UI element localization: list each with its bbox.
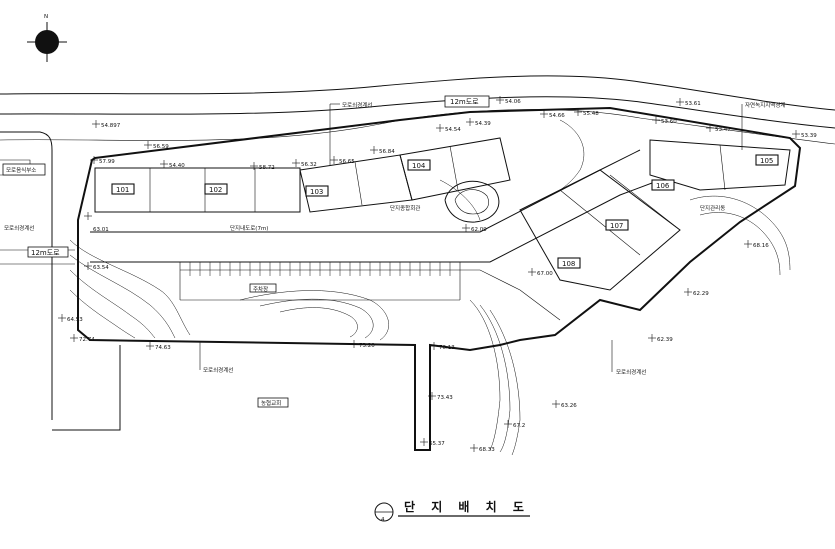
center-building-label: 단지종합회관 (390, 204, 420, 212)
road-left-label: 12m도로 (31, 249, 60, 257)
title-number: 4 (381, 517, 385, 523)
elev-label: 67.2 (513, 423, 525, 429)
north-label: N (44, 14, 48, 20)
road-top-tag (444, 95, 490, 108)
tl-area-tag (2, 163, 46, 176)
tl-area-label: 모로음식부소 (6, 166, 36, 174)
church-lot (52, 345, 121, 431)
drawing-title-block: 4 단 지 배 치 도 (374, 499, 530, 523)
elev-label: 73.20 (359, 343, 375, 349)
elev-label: 72.74 (79, 337, 95, 343)
road-top-label: 12m도로 (450, 98, 479, 106)
elev-label: 68.33 (479, 447, 495, 453)
elev-label: 62.09 (471, 227, 487, 233)
elev-label: 58.72 (259, 165, 275, 171)
right-building-label: 단지관리동 (700, 204, 725, 212)
elev-label: 53.61 (685, 101, 701, 107)
elev-label: 53.47 (715, 127, 731, 133)
elev-label: 62.39 (657, 337, 673, 343)
bottom-edge-label: 모로쇠경계선 (203, 366, 233, 374)
elev-label: 54.897 (101, 123, 121, 129)
top-edge-label: 모로쇠경계선 (342, 101, 372, 109)
elev-label: 64.53 (67, 317, 83, 323)
elev-label: 65.37 (429, 441, 445, 447)
elev-label: 62.29 (693, 291, 709, 297)
lot-102-label: 102 (209, 186, 222, 194)
right-edge-label: 모로쇠경계선 (616, 368, 646, 376)
elev-label: 56.59 (153, 144, 169, 150)
elev-label: 56.32 (301, 162, 317, 168)
lot-107-label: 107 (610, 222, 623, 230)
elev-label: 63.54 (93, 265, 109, 271)
drawing-title: 단 지 배 치 도 (404, 499, 530, 514)
elevation-marks (58, 96, 800, 452)
lot-106-label: 106 (656, 182, 670, 190)
site-boundary (77, 106, 802, 451)
roundabout (444, 180, 500, 223)
elev-label: 74.63 (155, 345, 171, 351)
annotation-callouts: 모로쇠경계선 자연녹지지역경계 모로쇠경계선 모로쇠경계선 모로쇠경계선 단지종… (4, 101, 785, 408)
lot-105-label: 105 (760, 157, 773, 165)
church-label: 농협교회 (261, 399, 281, 407)
parking-strip: 주차장 (179, 262, 461, 300)
left-road: 모로음식부소 12m도로 (0, 131, 75, 420)
road-inner-label: 단지내도로(7m) (230, 224, 268, 232)
elev-label: 56.65 (339, 159, 355, 165)
elevation-labels: 54.897 56.59 57.99 54.40 58.72 56.32 56.… (67, 99, 817, 453)
elev-label: 54.54 (445, 127, 461, 133)
elev-label: 68.16 (753, 243, 769, 249)
elev-label: 70.13 (439, 345, 455, 351)
contour-lines (69, 119, 791, 456)
elev-label: 54.06 (505, 99, 521, 105)
elev-label: 55.48 (583, 111, 599, 117)
elev-label: 54.40 (169, 163, 185, 169)
elev-label: 53.60 (661, 119, 677, 125)
elev-label: 57.99 (99, 159, 115, 165)
lot-badges: 101 102 103 104 105 106 107 108 (111, 154, 779, 269)
tr-area-label: 자연녹지지역경계 (745, 101, 785, 109)
lot-103-label: 103 (310, 188, 323, 196)
elev-label: 53.39 (801, 133, 817, 139)
lot-outlines (94, 137, 791, 291)
north-arrow-icon: N (27, 14, 67, 62)
lot-101-label: 101 (116, 186, 129, 194)
elev-label: 56.84 (379, 149, 395, 155)
elev-label: 54.66 (549, 113, 565, 119)
parking-label: 주차장 (253, 285, 268, 293)
lot-104-label: 104 (412, 162, 426, 170)
elev-label: 54.39 (475, 121, 491, 127)
elev-label: 67.00 (537, 271, 553, 277)
interior-road: 단지내도로(7m) (90, 149, 661, 321)
left-edge-label: 모로쇠경계선 (4, 224, 34, 232)
elev-label: 63.26 (561, 403, 577, 409)
road-left-tag (27, 246, 69, 258)
elev-label: 73.43 (437, 395, 453, 401)
elev-label: 63.01 (93, 227, 109, 233)
lot-108-label: 108 (562, 260, 575, 268)
